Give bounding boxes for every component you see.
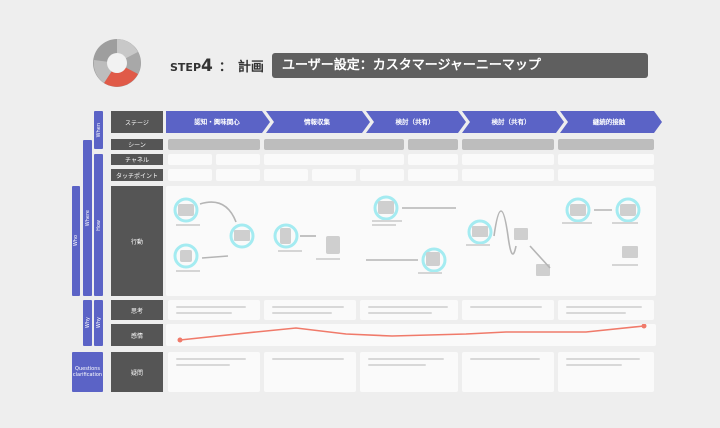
thought-cell — [558, 300, 654, 320]
stage-arrow-3 — [366, 111, 466, 133]
stage-5-label: 継続的接触 — [592, 118, 626, 126]
touchpoint-cell — [360, 169, 404, 181]
stage-arrow-5 — [560, 111, 662, 133]
row-label-emotion: 感情 — [111, 324, 163, 346]
channel-cell — [264, 154, 404, 165]
scene-cell-5 — [558, 139, 654, 150]
side-label-how: How — [94, 154, 103, 296]
row-label-scene: シーン — [111, 139, 163, 150]
stage-arrow-1 — [166, 111, 270, 133]
touchpoint-cell — [264, 169, 308, 181]
step-colon: ： — [218, 60, 232, 75]
side-label-when: When — [94, 111, 103, 149]
touchpoint-cell — [558, 169, 654, 181]
pc-icon — [229, 223, 255, 249]
pc-icon — [467, 219, 493, 245]
arrow-icon — [201, 255, 229, 259]
row-label-question: 疑問 — [111, 352, 163, 392]
arrow-icon — [199, 201, 237, 223]
person-icon — [565, 197, 591, 223]
row-label-thought: 思考 — [111, 300, 163, 320]
arrow-icon — [493, 210, 517, 255]
person-icon — [373, 195, 399, 221]
action-flow-diagram — [173, 195, 641, 276]
scene-cell-1 — [168, 139, 260, 150]
thought-cell — [168, 300, 260, 320]
row-label-action: 行動 — [111, 186, 163, 296]
stage-1-label: 認知・興味関心 — [194, 118, 240, 126]
row-label-stage: ステージ — [111, 111, 163, 133]
side-label-where: Where — [83, 140, 92, 296]
side-label-why-2: Why — [94, 300, 103, 346]
stage-3-label: 検討（共有） — [395, 118, 435, 126]
side-label-questions: Questions clarification — [72, 352, 103, 392]
step-heading: STEP 4 ： 計画 — [170, 56, 264, 76]
stage-2-label: 情報収集 — [304, 118, 330, 126]
row-label-touchpoint: タッチポイント — [111, 169, 163, 181]
step-cycle-graphic — [93, 39, 141, 87]
channel-cell — [168, 154, 212, 165]
stage-arrow-4 — [462, 111, 564, 133]
touchpoint-cell — [312, 169, 356, 181]
smartphone-icon — [273, 223, 299, 249]
step-prefix: STEP — [170, 61, 202, 74]
touchpoint-cell — [216, 169, 260, 181]
step-word: 計画 — [237, 60, 264, 75]
scene-cell-3 — [408, 139, 458, 150]
pc-icon — [615, 197, 641, 223]
scene-cell-2 — [264, 139, 404, 150]
touchpoint-cell — [462, 169, 554, 181]
channel-cell — [216, 154, 260, 165]
stage-arrow-2 — [266, 111, 370, 133]
stage-arrows — [166, 111, 662, 133]
thought-cell — [462, 300, 554, 320]
channel-cell — [462, 154, 554, 165]
scene-cell-4 — [462, 139, 554, 150]
side-label-who: Who — [72, 186, 80, 296]
touchpoint-cell — [168, 169, 212, 181]
arrow-icon — [529, 245, 551, 269]
row-label-channel: チャネル — [111, 154, 163, 165]
thought-cell — [360, 300, 458, 320]
touchpoint-cell — [408, 169, 458, 181]
page-title: ユーザー設定：カスタマージャーニーマップ — [272, 53, 648, 78]
smartphone-icon — [421, 247, 447, 273]
emotion-curve — [177, 324, 647, 343]
thought-cell — [264, 300, 356, 320]
channel-cell — [408, 154, 458, 165]
channel-cell — [558, 154, 654, 165]
stage-4-label: 検討（共有） — [491, 118, 531, 126]
person-icon — [173, 243, 199, 269]
person-icon — [173, 197, 199, 223]
side-label-why: Why — [83, 300, 92, 346]
step-number: 4 — [201, 56, 213, 76]
